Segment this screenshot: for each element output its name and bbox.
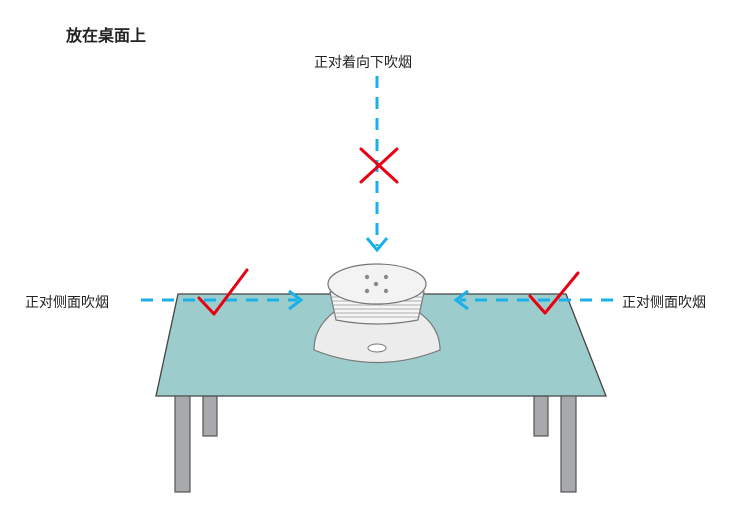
- check-icon: [197, 268, 249, 316]
- label-right: 正对侧面吹烟: [622, 295, 706, 311]
- detector-base-hole: [367, 343, 387, 353]
- arrow-top: [365, 76, 389, 253]
- label-top: 正对着向下吹烟: [314, 55, 412, 71]
- label-left: 正对侧面吹烟: [25, 295, 109, 311]
- diagram-title: 放在桌面上: [66, 26, 147, 45]
- check-icon: [528, 271, 580, 315]
- detector-top-holes: [364, 274, 389, 294]
- table-leg-front-left: [174, 395, 191, 493]
- arrow-left: [141, 289, 304, 311]
- table-leg-back-right: [533, 389, 549, 437]
- smoke-detector: [313, 263, 441, 364]
- cross-icon: [359, 147, 399, 184]
- table-leg-back-left: [202, 389, 218, 437]
- table-leg-front-right: [560, 395, 577, 493]
- arrow-right: [453, 289, 613, 311]
